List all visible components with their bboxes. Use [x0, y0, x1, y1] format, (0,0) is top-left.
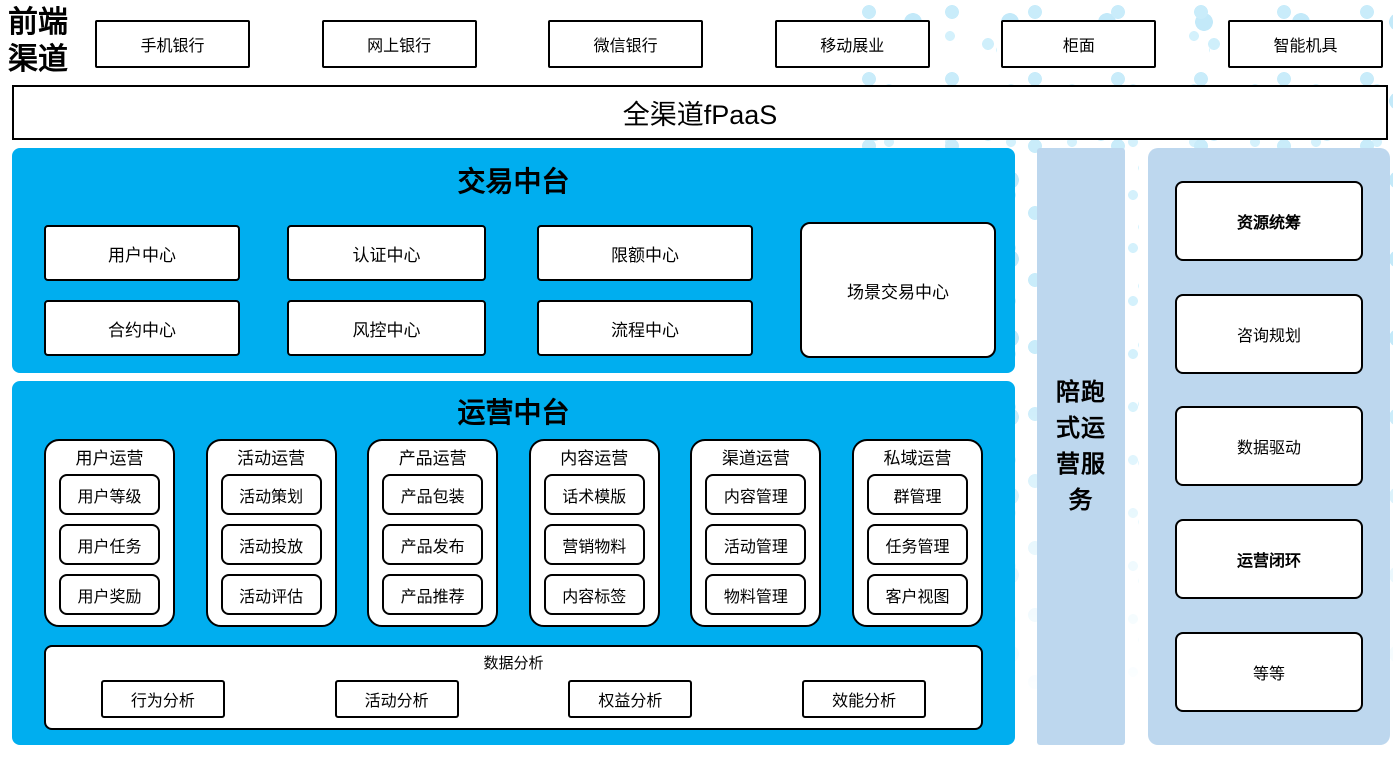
ops-group-item: 内容标签	[543, 574, 645, 615]
service-box-data-driven: 数据驱动	[1175, 406, 1363, 487]
ops-group-user: 用户运营 用户等级 用户任务 用户奖励	[44, 439, 175, 627]
ops-group-item: 产品发布	[382, 524, 484, 565]
ops-group-item: 营销物料	[543, 524, 645, 565]
fpaas-bar: 全渠道fPaaS	[12, 85, 1388, 140]
ops-group-item: 产品推荐	[382, 574, 484, 615]
ops-group-item: 任务管理	[866, 524, 968, 565]
center-box-limit: 限额中心	[537, 225, 753, 281]
service-box-etc: 等等	[1175, 632, 1363, 713]
channel-box-mobile-banking: 手机银行	[95, 20, 250, 68]
ops-group-item: 用户任务	[59, 524, 160, 565]
ops-group-item: 活动投放	[220, 524, 322, 565]
ops-group-item: 客户视图	[866, 574, 968, 615]
center-box-risk: 风控中心	[287, 300, 486, 356]
data-analysis-items: 行为分析 活动分析 权益分析 效能分析	[46, 680, 981, 718]
ops-group-product: 产品运营 产品包装 产品发布 产品推荐	[367, 439, 499, 627]
analysis-item-efficiency: 效能分析	[802, 680, 927, 718]
ops-group-item: 活动评估	[220, 574, 322, 615]
ops-group-private-domain: 私域运营 群管理 任务管理 客户视图	[851, 439, 983, 627]
ops-group-title: 渠道运营	[721, 449, 790, 468]
companion-service-bar: 陪跑式运营服务	[1037, 148, 1125, 745]
analysis-item-behavior: 行为分析	[100, 680, 225, 718]
ops-group-title: 用户运营	[75, 449, 144, 468]
ops-group-item: 物料管理	[705, 574, 807, 615]
ops-group-item: 用户奖励	[59, 574, 160, 615]
frontend-channels-label: 前端渠道	[8, 6, 68, 76]
channel-box-online-banking: 网上银行	[321, 20, 477, 68]
center-box-auth: 认证中心	[287, 225, 486, 281]
channel-box-counter: 柜面	[1001, 20, 1157, 68]
channel-box-smart-machines: 智能机具	[1227, 20, 1383, 68]
analysis-item-benefit: 权益分析	[568, 680, 693, 718]
ops-group-item: 群管理	[866, 474, 968, 515]
ops-group-content: 内容运营 话术模版 营销物料 内容标签	[528, 439, 660, 627]
ops-group-activity: 活动运营 活动策划 活动投放 活动评估	[205, 439, 337, 627]
data-analysis-panel: 数据分析 行为分析 活动分析 权益分析 效能分析	[44, 645, 983, 730]
ops-group-item: 产品包装	[382, 474, 484, 515]
service-box-resource-planning: 资源统筹	[1175, 180, 1363, 261]
ops-group-item: 内容管理	[705, 474, 807, 515]
center-box-contract: 合约中心	[44, 300, 240, 356]
center-box-scene-trade: 场景交易中心	[800, 222, 996, 358]
ops-group-title: 产品运营	[398, 449, 467, 468]
ops-group-title: 活动运营	[237, 449, 306, 468]
ops-group-item: 活动管理	[705, 524, 807, 565]
ops-group-title: 私域运营	[883, 449, 952, 468]
ops-platform-section: 运营中台 用户运营 用户等级 用户任务 用户奖励 活动运营 活动策划 活动投放 …	[12, 381, 1015, 745]
ops-group-channel: 渠道运营 内容管理 活动管理 物料管理	[690, 439, 822, 627]
trade-platform-title: 交易中台	[457, 166, 570, 197]
channel-box-wechat-banking: 微信银行	[548, 20, 704, 68]
ops-group-item: 活动策划	[220, 474, 322, 515]
center-box-user: 用户中心	[44, 225, 240, 281]
service-box-consulting-planning: 咨询规划	[1175, 293, 1363, 374]
channel-box-mobile-sales: 移动展业	[774, 20, 930, 68]
right-service-panel: 资源统筹 咨询规划 数据驱动 运营闭环 等等	[1148, 148, 1390, 745]
service-box-ops-closed-loop: 运营闭环	[1175, 519, 1363, 600]
center-box-process: 流程中心	[537, 300, 753, 356]
channel-row: 手机银行 网上银行 微信银行 移动展业 柜面 智能机具	[95, 20, 1383, 68]
ops-group-row: 用户运营 用户等级 用户任务 用户奖励 活动运营 活动策划 活动投放 活动评估 …	[44, 439, 983, 627]
analysis-item-activity: 活动分析	[334, 680, 459, 718]
ops-group-item: 话术模版	[543, 474, 645, 515]
ops-group-item: 用户等级	[59, 474, 160, 515]
companion-service-label: 陪跑式运营服务	[1056, 378, 1106, 514]
data-analysis-title: 数据分析	[483, 655, 544, 672]
ops-group-title: 内容运营	[560, 449, 629, 468]
ops-platform-title: 运营中台	[457, 397, 570, 428]
trade-platform-section: 交易中台 用户中心 认证中心 限额中心 合约中心 风控中心 流程中心 场景交易中…	[12, 148, 1015, 373]
